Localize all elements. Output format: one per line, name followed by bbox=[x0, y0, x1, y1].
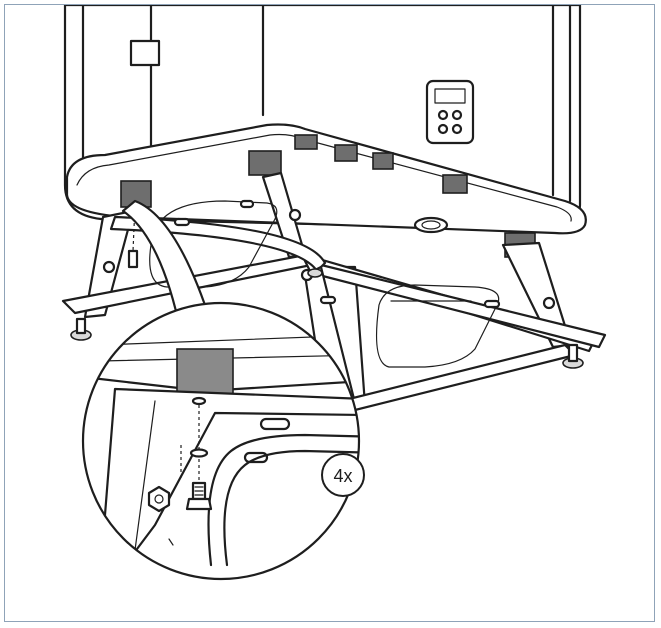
washer-icon bbox=[189, 448, 209, 458]
detail-magnifier bbox=[81, 301, 361, 581]
nut-icon bbox=[147, 485, 171, 513]
illustration-frame: 4x bbox=[4, 4, 655, 622]
bolt-icon bbox=[185, 481, 213, 511]
mounting-illustration: 4x bbox=[61, 5, 607, 581]
appliance-body bbox=[63, 5, 587, 235]
rubber-pad-icon bbox=[176, 348, 234, 396]
control-panel-icon bbox=[425, 79, 475, 145]
quantity-badge: 4x bbox=[321, 453, 365, 497]
rubber-pad-icon bbox=[248, 150, 282, 176]
quantity-label: 4x bbox=[333, 466, 352, 486]
rating-label bbox=[129, 39, 161, 67]
